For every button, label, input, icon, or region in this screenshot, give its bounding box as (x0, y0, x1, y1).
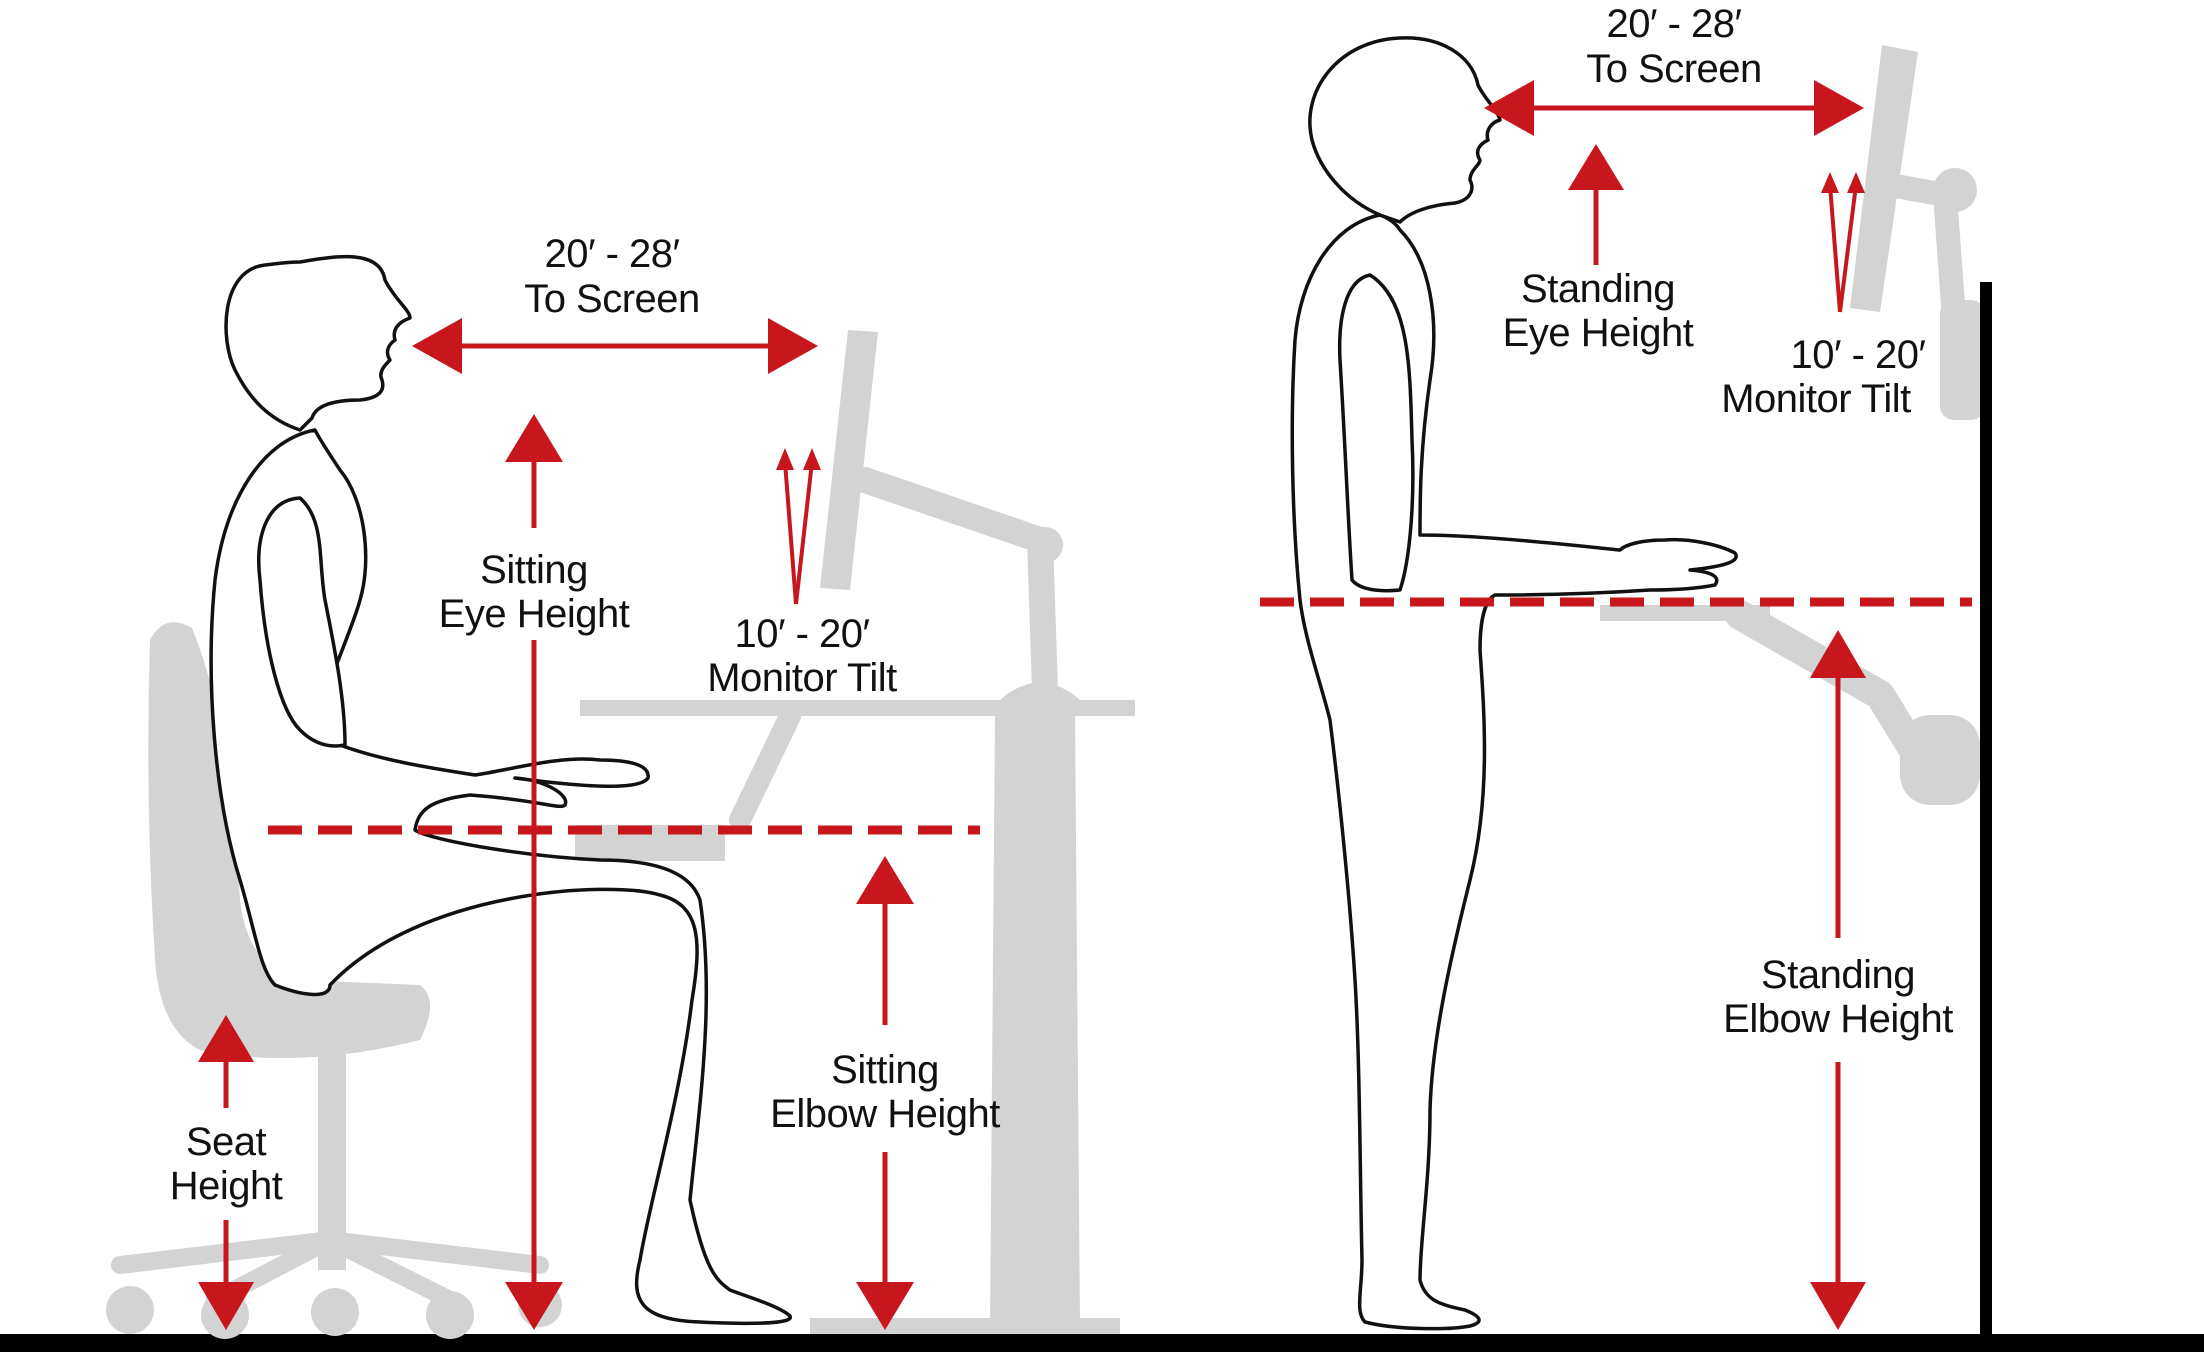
standing-eye-height-line1: Standing (1521, 267, 1675, 311)
standing-distance-caption: To Screen (1586, 47, 1762, 91)
seat-height-arrow (198, 1015, 254, 1330)
sitting-distance-label: 20′ - 28′ To Screen (524, 232, 700, 321)
standing-eye-height-arrow (1568, 144, 1624, 265)
standing-distance-label: 20′ - 28′ To Screen (1586, 2, 1762, 91)
standing-monitor-tilt-arrows (1821, 172, 1865, 313)
standing-distance-value: 20′ - 28′ (1606, 2, 1741, 46)
sitting-monitor-arm (820, 330, 1063, 703)
sitting-eye-height-arrow (505, 414, 563, 1330)
sitting-monitor-tilt-label: 10′ - 20′ Monitor Tilt (707, 612, 897, 700)
wall-pole (1980, 282, 1992, 1334)
seat-height-line1: Seat (186, 1120, 267, 1164)
sitting-desk (575, 682, 1135, 1334)
standing-monitor-tilt-value: 10′ - 20′ (1790, 333, 1925, 377)
sitting-distance-caption: To Screen (524, 277, 700, 321)
sitting-elbow-height-line2: Elbow Height (770, 1092, 1000, 1136)
sitting-distance-value: 20′ - 28′ (544, 232, 679, 276)
standing-desk-arm (1600, 600, 1980, 805)
sitting-elbow-height-label: Sitting Elbow Height (770, 1048, 1001, 1136)
sitting-eye-height-label: Sitting Eye Height (439, 548, 631, 636)
standing-eye-height-label: Standing Eye Height (1503, 267, 1695, 355)
sitting-monitor-tilt-caption: Monitor Tilt (707, 656, 897, 700)
standing-elbow-height-line2: Elbow Height (1723, 997, 1953, 1041)
standing-monitor-tilt-label: 10′ - 20′ Monitor Tilt (1721, 333, 1926, 421)
sitting-monitor-tilt-value: 10′ - 20′ (734, 612, 869, 656)
sitting-elbow-height-line1: Sitting (831, 1048, 939, 1092)
standing-elbow-height-label: Standing Elbow Height (1723, 953, 1954, 1041)
sitting-person (209, 254, 792, 1326)
sitting-eye-height-line1: Sitting (480, 548, 588, 592)
standing-elbow-height-line1: Standing (1761, 953, 1915, 997)
standing-distance-arrow (1484, 80, 1864, 136)
sitting-monitor-tilt-arrows (776, 448, 821, 605)
seat-height-label: Seat Height (170, 1120, 284, 1208)
seat-height-line2: Height (170, 1164, 283, 1208)
standing-monitor-arm (1850, 45, 1985, 420)
floor-line (0, 1334, 2204, 1352)
standing-elbow-height-arrow (1810, 630, 1866, 1330)
sitting-elbow-height-arrow (856, 856, 914, 1330)
sitting-distance-arrow (412, 318, 818, 374)
standing-person (1290, 36, 1738, 1331)
standing-monitor-tilt-caption: Monitor Tilt (1721, 377, 1911, 421)
standing-eye-height-line2: Eye Height (1503, 311, 1694, 355)
sitting-eye-height-line2: Eye Height (439, 592, 630, 636)
